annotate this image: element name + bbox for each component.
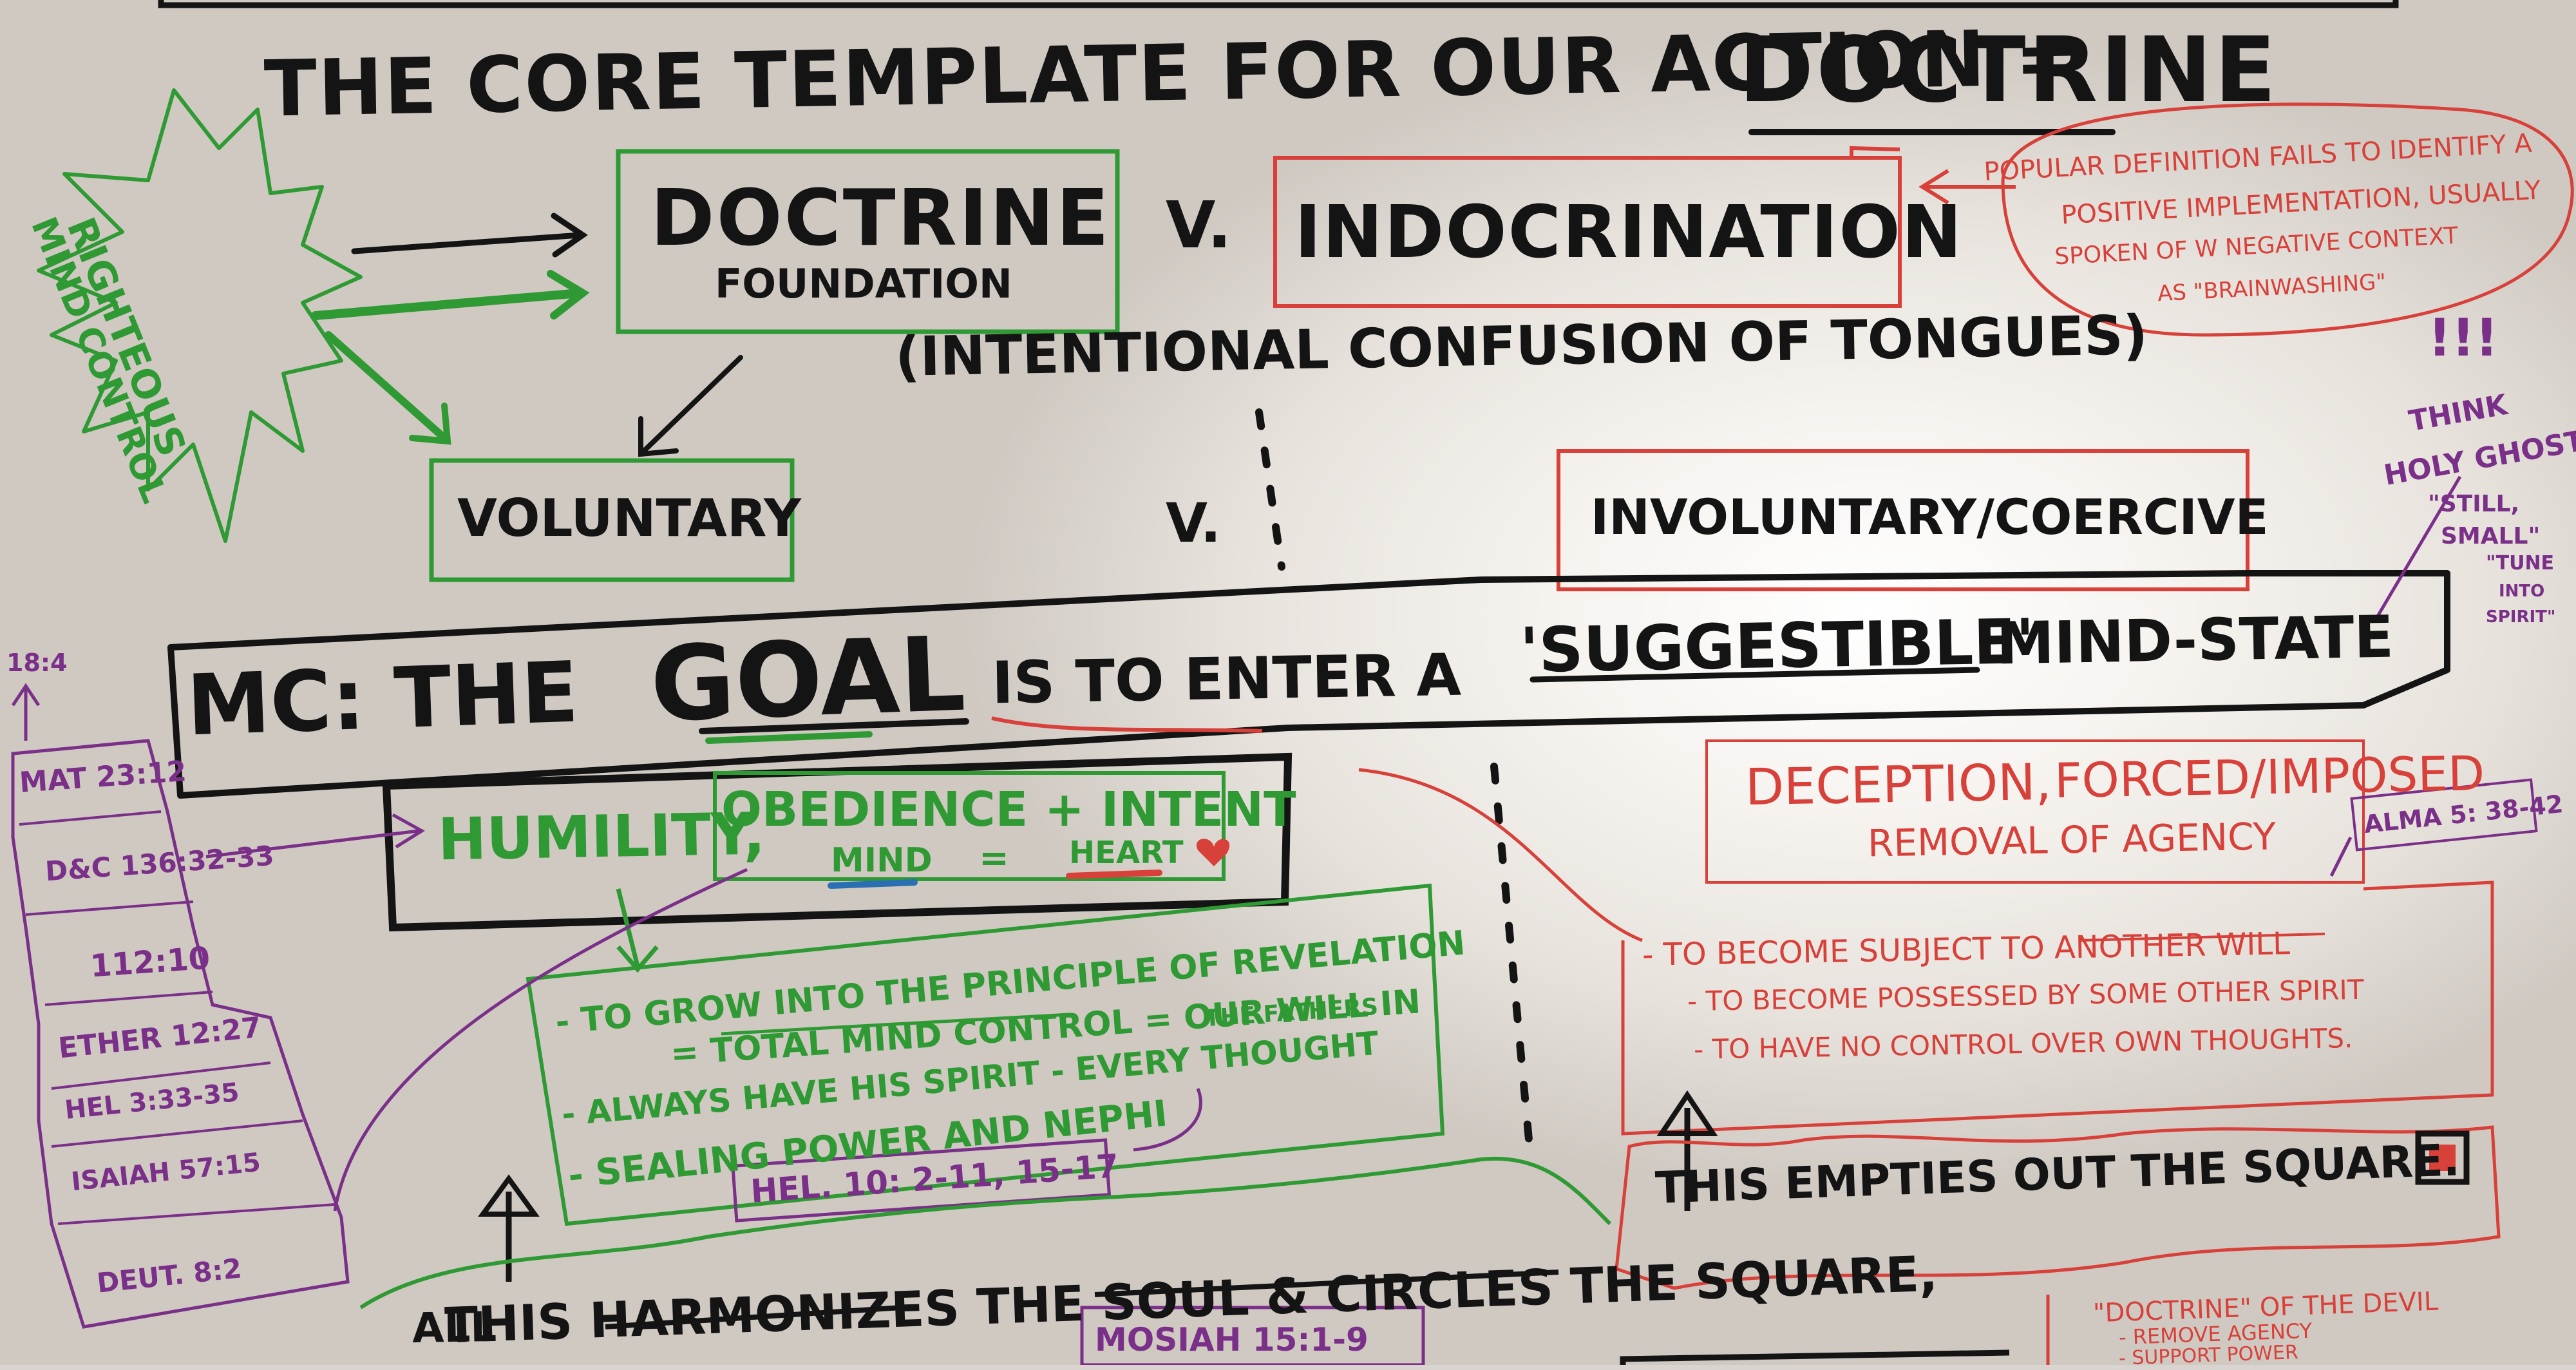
dotted-divider-top [1255, 408, 1285, 571]
heart-underline [1066, 870, 1162, 879]
forced-imposed-label: FORCED/IMPOSED [2054, 746, 2485, 809]
dotted-divider-bottom [1490, 763, 1533, 1150]
obedience-box-border [713, 771, 1226, 881]
heart-label: HEART [1069, 835, 1184, 871]
goal-suffix: MIND-STATE [1996, 603, 2394, 678]
goal-middle: IS TO ENTER A [991, 641, 1462, 718]
square-icon [2415, 1130, 2470, 1185]
goal-banner-border [167, 570, 2450, 799]
exclaim-mark: !!! [2428, 308, 2499, 368]
scripture-ref-4: 112:10 [89, 940, 211, 985]
alma-ref-border [2350, 778, 2538, 851]
mosiah-ref-label: MOSIAH 15:1-9 [1095, 1321, 1368, 1358]
equals-label: = [979, 837, 1009, 879]
scripture-stack-outline [11, 739, 350, 1329]
involuntary-label: INVOLUNTARY/COERCIVE [1591, 488, 2269, 546]
think-line3: "STILL, [2428, 491, 2520, 517]
mind-label: MIND [831, 841, 933, 880]
arrow-star-to-voluntary [325, 331, 448, 442]
involuntary-box-border [1557, 449, 2249, 591]
arrow-goal-to-red-list [1358, 768, 1643, 942]
indoctrination-box-border [1273, 156, 1902, 308]
think-line5: "TUNE [2486, 552, 2555, 575]
heart-icon [1196, 839, 1230, 866]
goal-word: GOAL [648, 613, 967, 745]
doctrine-label: DOCTRINE [650, 174, 1111, 263]
scripture-ref-1: 18:4 [6, 649, 68, 677]
arrow-star-to-doctrine-black [351, 232, 583, 254]
popular-note-outline [2001, 102, 2574, 337]
arrow-refs-to-humility [205, 829, 419, 859]
arrow-doctrine-to-voluntary [641, 355, 743, 453]
voluntary-label: VOLUNTARY [457, 488, 801, 548]
top-box-edge [158, 0, 2399, 8]
green-list-border [526, 883, 1445, 1226]
hel-ref-border [731, 1138, 1112, 1223]
think-line6: INTO [2499, 582, 2545, 601]
voluntary-box-border [429, 458, 795, 582]
indoctrination-label: INDOCRINATION [1294, 191, 1964, 274]
removal-of-agency-label: REMOVAL OF AGENCY [1867, 814, 2277, 866]
humility-label: HUMILITY, [437, 800, 766, 874]
think-line7: SPIRIT" [2486, 607, 2556, 627]
goal-prefix: MC: THE [185, 643, 580, 755]
title-right: DOCTRINE [1739, 18, 2279, 123]
harmonizes-wavy-border [359, 1156, 1612, 1309]
mind-underline [828, 879, 918, 889]
doctrine-box-border [616, 149, 1120, 334]
bottom-box-edge [1620, 1349, 2010, 1365]
deception-label: DECEPTION, [1745, 753, 2052, 817]
deception-box-border [1705, 739, 2365, 884]
versus-top: V. [1166, 187, 1232, 263]
obedience-label: OBEDIENCE + INTENT [721, 782, 1296, 837]
think-line4: SMALL" [2441, 523, 2541, 549]
star-outline [37, 88, 363, 543]
mosiah-ref-border [1080, 1306, 1425, 1365]
goal-suggestible: 'SUGGESTIBLE' [1519, 605, 2036, 687]
arrow-star-to-doctrine-green [311, 289, 584, 320]
red-list-border [1621, 880, 2494, 1136]
goal-underline [699, 718, 969, 734]
purple-curve-to-obedience [333, 868, 748, 1212]
versus-middle: V. [1166, 491, 1222, 555]
foundation-label: FOUNDATION [715, 260, 1012, 307]
